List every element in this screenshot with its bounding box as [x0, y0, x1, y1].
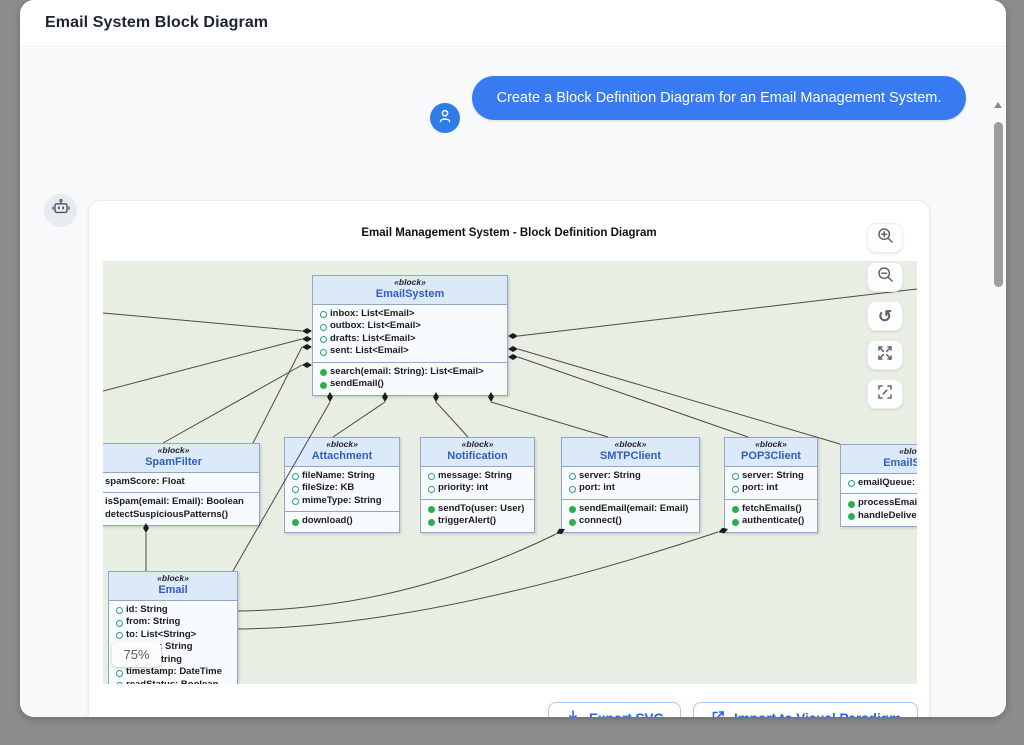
attribute: drafts: List<Email>: [319, 333, 501, 346]
operation: handleDelivery(): [847, 510, 917, 523]
attribute: id: String: [115, 604, 231, 617]
zoom-level-badge: 75%: [112, 642, 161, 667]
uml-block-notification: «block» Notification message: String pri…: [420, 437, 535, 533]
page-title: Email System Block Diagram: [45, 14, 268, 32]
user-message-text: Create a Block Definition Diagram for an…: [497, 90, 942, 106]
attribute: fileName: String: [291, 470, 393, 483]
fit-view-icon: [877, 384, 893, 405]
block-stereotype: «block»: [845, 447, 917, 457]
block-name: EmailServer: [845, 457, 917, 470]
attribute: sent: List<Email>: [319, 345, 501, 358]
operation: sendEmail(email: Email): [568, 503, 693, 516]
operation: sendEmail(): [319, 378, 501, 391]
operation: fetchEmails(): [731, 503, 811, 516]
block-name: EmailSystem: [317, 288, 503, 301]
diagram-canvas[interactable]: «block» EmailSystem inbox: List<Email> o…: [103, 261, 917, 684]
scrollbar[interactable]: [992, 96, 1004, 717]
operation: authenticate(): [731, 515, 811, 528]
attribute: inbox: List<Email>: [319, 308, 501, 321]
attribute: fileSize: KB: [291, 482, 393, 495]
block-stereotype: «block»: [425, 440, 530, 450]
scroll-up-arrow[interactable]: [994, 102, 1002, 108]
block-name: Attachment: [289, 450, 395, 463]
operation: processEmails(): [847, 497, 917, 510]
reset-icon: ↺: [878, 308, 892, 325]
import-visual-paradigm-label: Import to Visual Paradigm: [734, 711, 901, 718]
attribute: from: String: [115, 616, 231, 629]
block-name: SpamFilter: [103, 456, 255, 469]
uml-block-email: «block» Email id: String from: String to…: [108, 571, 238, 684]
block-stereotype: «block»: [566, 440, 695, 450]
operation: detectSuspiciousPatterns(): [103, 509, 253, 522]
zoom-out-icon: [877, 266, 894, 288]
block-name: SMTPClient: [566, 450, 695, 463]
operation: connect(): [568, 515, 693, 528]
attribute: mimeType: String: [291, 495, 393, 508]
diagram-title: Email Management System - Block Definiti…: [89, 227, 929, 239]
block-name: POP3Client: [729, 450, 813, 463]
import-visual-paradigm-button[interactable]: Import to Visual Paradigm: [693, 702, 918, 717]
fit-view-button[interactable]: [867, 379, 903, 409]
app-window: Email System Block Diagram Create a Bloc…: [20, 0, 1006, 717]
attribute: spamScore: Float: [103, 476, 253, 489]
attribute: server: String: [568, 470, 693, 483]
maximize-icon: [877, 345, 893, 366]
diagram-controls: ↺: [867, 223, 903, 409]
maximize-button[interactable]: [867, 340, 903, 370]
block-stereotype: «block»: [729, 440, 813, 450]
uml-block-emailsystem: «block» EmailSystem inbox: List<Email> o…: [312, 275, 508, 396]
zoom-in-button[interactable]: [867, 223, 903, 253]
export-svg-label: Export SVG: [589, 711, 664, 718]
block-name: Email: [113, 584, 233, 597]
attribute: port: int: [731, 482, 811, 495]
attribute: readStatus: Boolean: [115, 679, 231, 684]
assistant-avatar: [44, 194, 77, 227]
uml-block-smtpclient: «block» SMTPClient server: String port: …: [561, 437, 700, 533]
attribute: priority: int: [427, 482, 528, 495]
external-link-icon: [710, 709, 726, 718]
diagram-card: Email Management System - Block Definiti…: [88, 200, 930, 717]
zoom-out-button[interactable]: [867, 262, 903, 292]
attribute: server: String: [731, 470, 811, 483]
zoom-in-icon: [877, 227, 894, 249]
card-footer: Export SVG Import to Visual Paradigm: [548, 702, 918, 717]
window-header: Email System Block Diagram: [20, 0, 1006, 47]
attribute: to: List<String>: [115, 629, 231, 642]
uml-block-emailserver: «block» EmailServer emailQueue: List<Ema…: [840, 444, 917, 527]
operation: triggerAlert(): [427, 515, 528, 528]
scrollbar-thumb[interactable]: [994, 122, 1003, 287]
attribute: timestamp: DateTime: [115, 666, 231, 679]
download-icon: [565, 709, 581, 718]
attribute: message: String: [427, 470, 528, 483]
uml-block-attachment: «block» Attachment fileName: String file…: [284, 437, 400, 533]
content-area: Create a Block Definition Diagram for an…: [20, 48, 1006, 717]
person-icon: [436, 107, 454, 130]
uml-block-pop3client: «block» POP3Client server: String port: …: [724, 437, 818, 533]
reset-view-button[interactable]: ↺: [867, 301, 903, 331]
robot-icon: [51, 198, 71, 223]
block-stereotype: «block»: [289, 440, 395, 450]
block-stereotype: «block»: [103, 446, 255, 456]
attribute: emailQueue: List<Email>: [847, 477, 917, 490]
block-stereotype: «block»: [317, 278, 503, 288]
zoom-level-text: 75%: [123, 647, 149, 662]
attribute: outbox: List<Email>: [319, 320, 501, 333]
operation: isSpam(email: Email): Boolean: [103, 496, 253, 509]
block-name: Notification: [425, 450, 530, 463]
operation: sendTo(user: User): [427, 503, 528, 516]
operation: download(): [291, 515, 393, 528]
uml-block-spamfilter: «block» SpamFilter spamScore: Float isSp…: [103, 443, 260, 526]
operation: search(email: String): List<Email>: [319, 366, 501, 379]
user-avatar: [430, 103, 460, 133]
user-message-bubble: Create a Block Definition Diagram for an…: [472, 76, 966, 120]
export-svg-button[interactable]: Export SVG: [548, 702, 681, 717]
block-stereotype: «block»: [113, 574, 233, 584]
attribute: port: int: [568, 482, 693, 495]
